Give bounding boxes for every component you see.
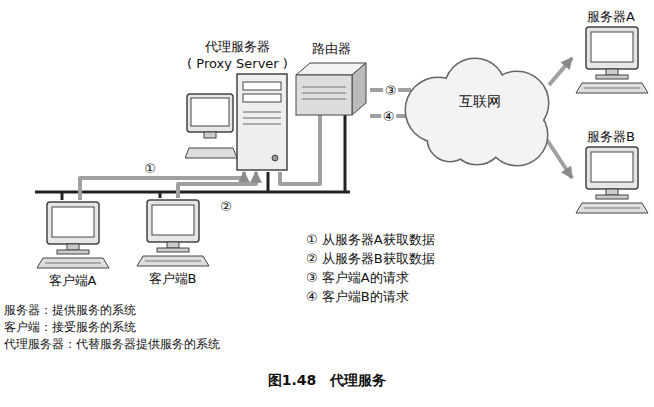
node-label: 客户端A bbox=[30, 272, 115, 289]
server-computer-icon bbox=[572, 145, 652, 217]
node-label: ( Proxy Server ) bbox=[185, 55, 290, 72]
data-flow-arrow bbox=[547, 140, 572, 178]
node-label: 互联网 bbox=[405, 93, 555, 110]
server-computer-icon bbox=[572, 25, 652, 97]
lan-drop bbox=[159, 192, 162, 198]
icon-holder bbox=[130, 198, 215, 270]
proxy-server: 代理服务器( Proxy Server ) bbox=[185, 38, 290, 172]
lan-drop bbox=[267, 172, 270, 192]
figure-caption: 图1.48 代理服务 bbox=[0, 372, 654, 390]
client-computer: 客户端B bbox=[130, 198, 215, 287]
definition-note: 服务器：提供服务的系统 bbox=[4, 302, 136, 318]
node-label: 服务器B bbox=[572, 128, 650, 145]
callout-number: ① bbox=[142, 161, 158, 176]
server-computer: 服务器A bbox=[572, 8, 650, 97]
data-flow-arrow bbox=[549, 58, 572, 85]
lan-bus bbox=[35, 191, 350, 194]
node-label: 代理服务器 bbox=[185, 38, 290, 55]
callout-key: ① 从服务器A获取数据 bbox=[306, 232, 435, 248]
icon-holder bbox=[572, 145, 650, 217]
icon-holder bbox=[292, 57, 370, 119]
internet-cloud: 互联网 bbox=[405, 55, 555, 165]
lan-drop bbox=[344, 115, 347, 192]
lan-drop bbox=[61, 192, 64, 200]
callout-key: ③ 客户端A的请求 bbox=[306, 270, 409, 286]
icon-holder bbox=[30, 200, 115, 272]
definition-note: 客户端：接受服务的系统 bbox=[4, 319, 136, 335]
client-computer: 客户端A bbox=[30, 200, 115, 289]
definition-note: 代理服务器：代替服务器提供服务的系统 bbox=[4, 336, 220, 352]
node-label: 服务器A bbox=[572, 8, 650, 25]
client-computer-icon bbox=[133, 198, 213, 270]
server-computer: 服务器B bbox=[572, 128, 650, 217]
proxy-server-icon bbox=[185, 72, 290, 172]
client-computer-icon bbox=[33, 200, 113, 272]
node-label: 客户端B bbox=[130, 270, 215, 287]
callout-number: ② bbox=[218, 199, 234, 214]
router-icon bbox=[292, 57, 370, 119]
icon-holder bbox=[185, 72, 290, 172]
callout-number: ④ bbox=[381, 109, 397, 124]
callout-key: ④ 客户端B的请求 bbox=[306, 289, 409, 305]
cloud-outline bbox=[405, 55, 555, 165]
icon-holder bbox=[572, 25, 650, 97]
callout-number: ③ bbox=[383, 83, 399, 98]
callout-key: ② 从服务器B获取数据 bbox=[306, 251, 435, 267]
router: 路由器 bbox=[292, 40, 370, 119]
data-flow-arrow bbox=[178, 172, 256, 198]
node-label: 路由器 bbox=[292, 40, 370, 57]
